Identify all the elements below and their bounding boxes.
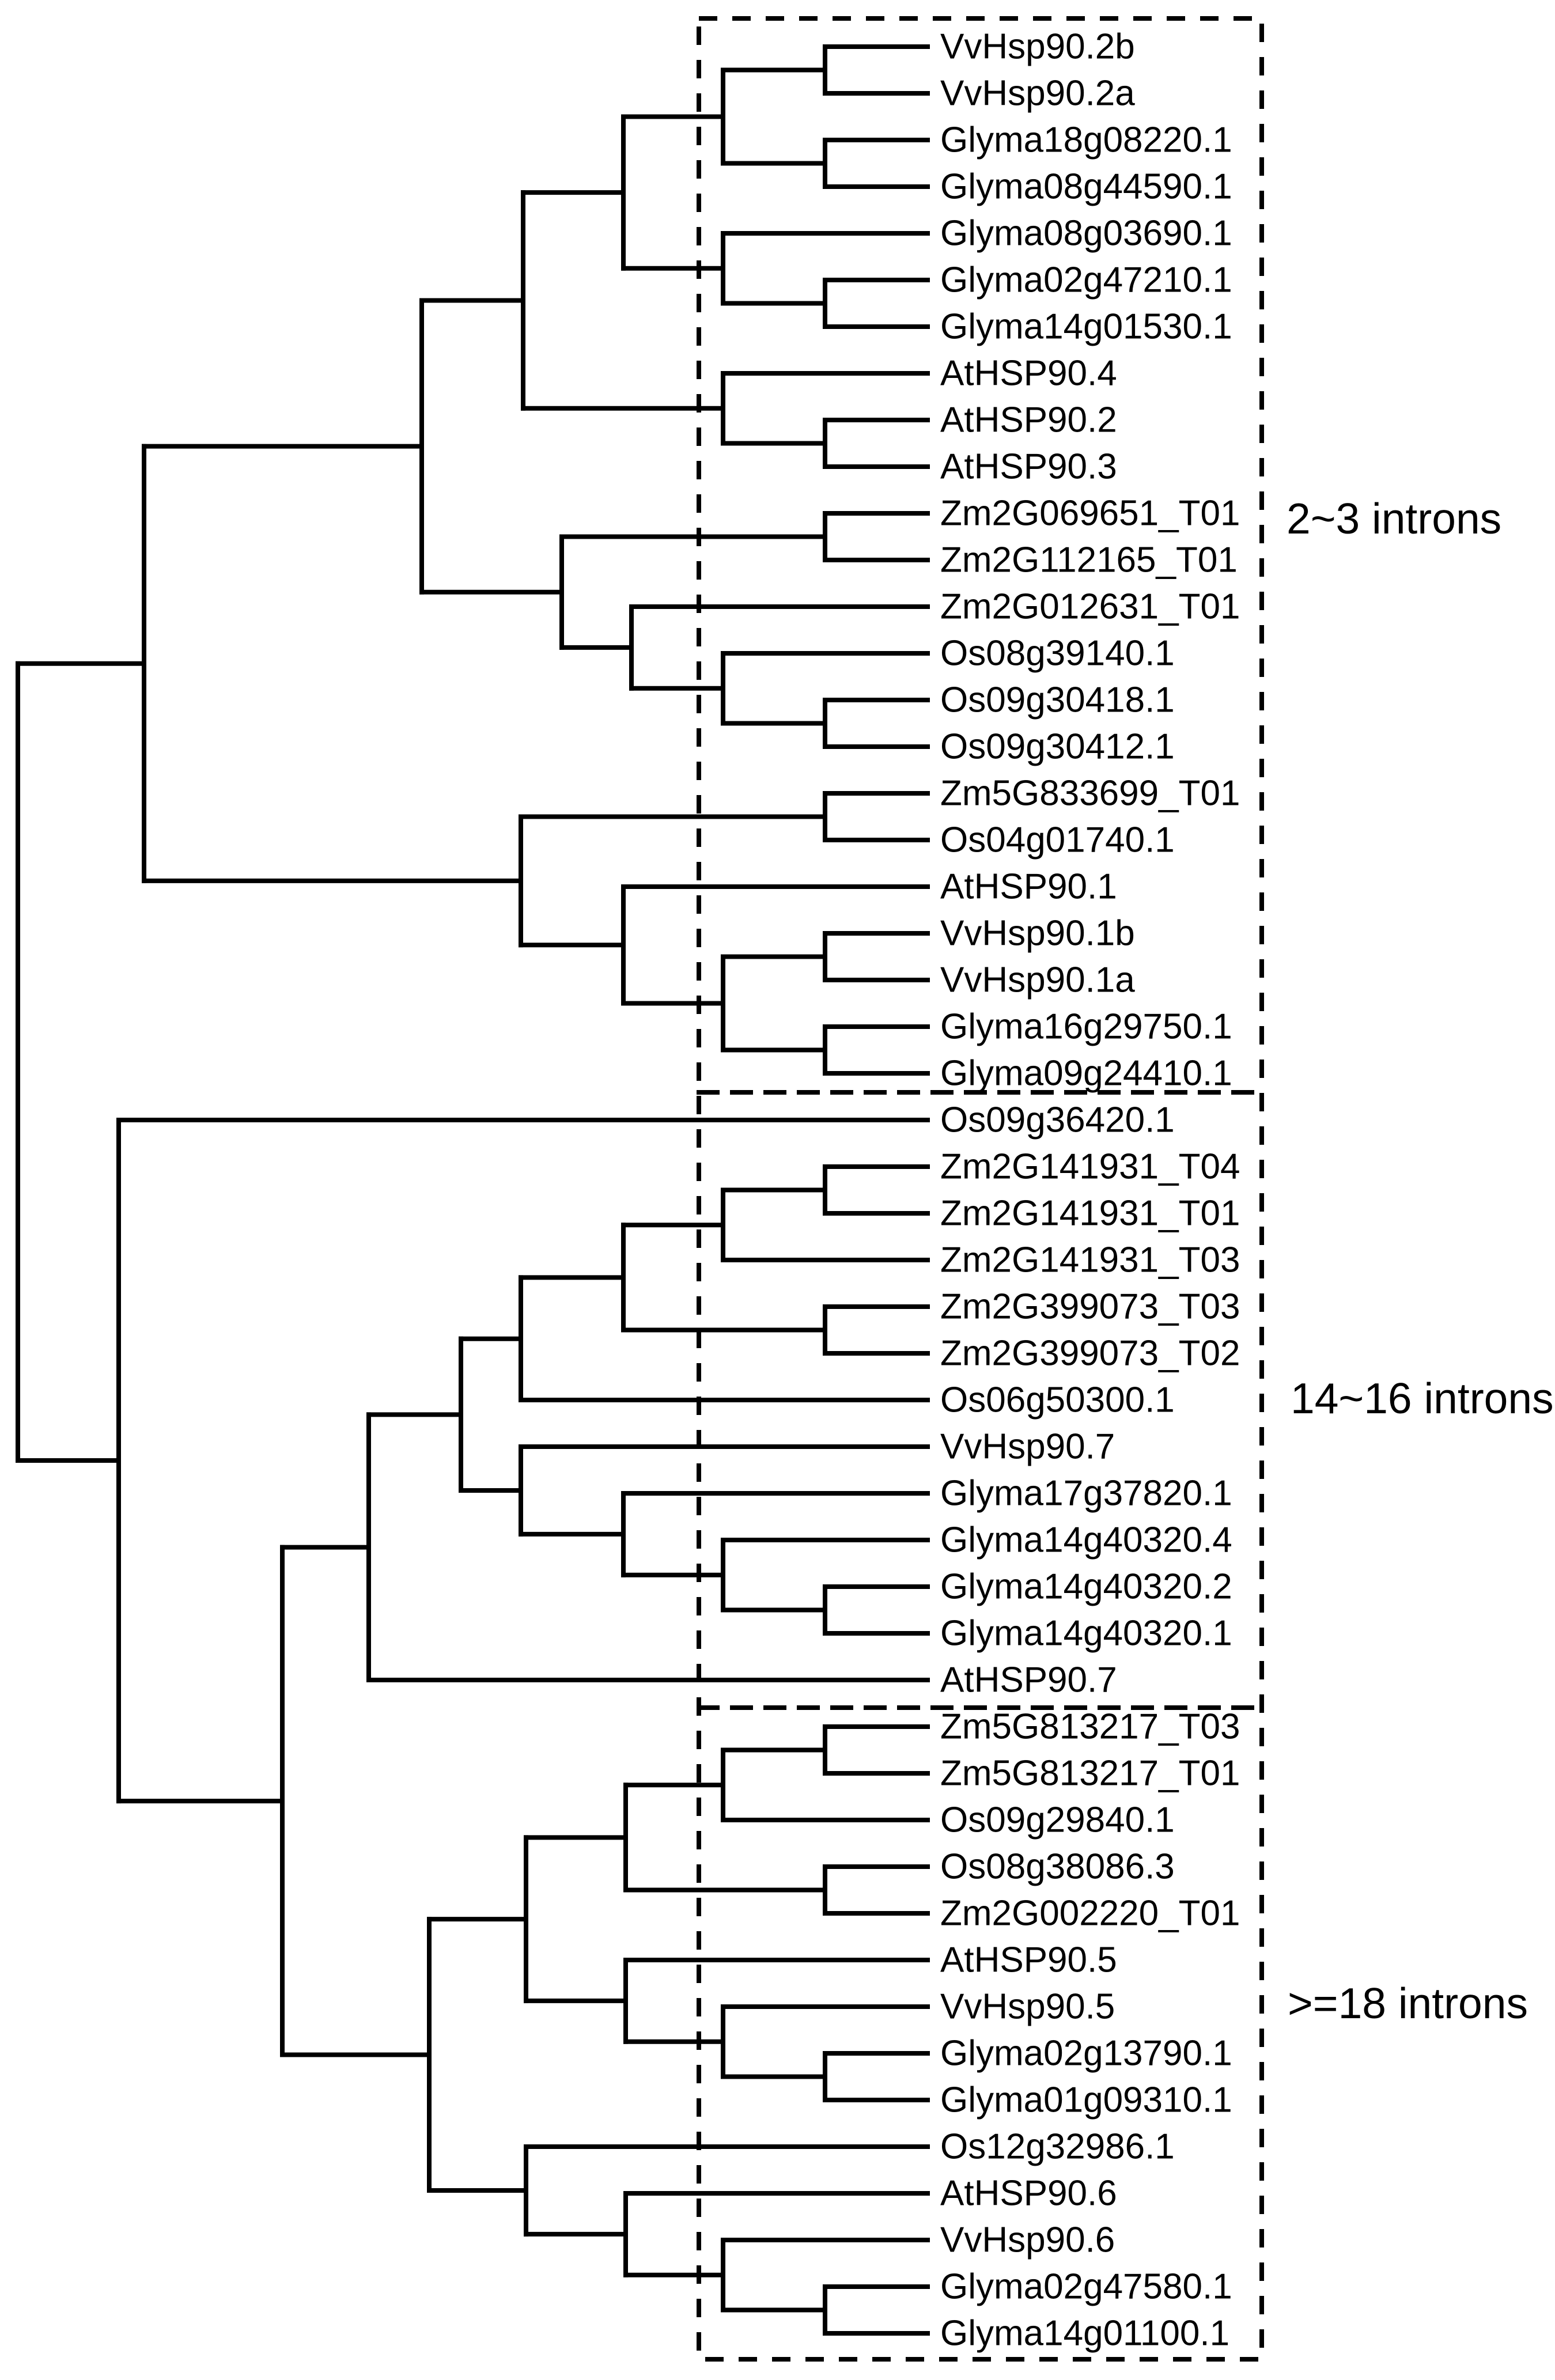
leaf-label: Glyma16g29750.1: [940, 1007, 1232, 1047]
leaf-label: Glyma14g40320.4: [940, 1520, 1232, 1560]
leaf-label: Zm2G069651_T01: [940, 494, 1240, 533]
leaf-label: Os08g39140.1: [940, 634, 1175, 673]
leaf-label: Glyma08g44590.1: [940, 167, 1232, 207]
leaf-label: Zm2G399073_T02: [940, 1334, 1240, 1373]
intron-group-label-2-3: 2~3 introns: [1287, 494, 1502, 543]
leaf-label: Zm2G399073_T03: [940, 1287, 1240, 1327]
leaf-label: Os09g29840.1: [940, 1800, 1175, 1840]
leaf-label: AtHSP90.1: [940, 867, 1117, 907]
leaf-label: Zm2G141931_T04: [940, 1147, 1240, 1187]
leaf-label: Glyma09g24410.1: [940, 1054, 1232, 1093]
leaf-label: VvHsp90.7: [940, 1427, 1115, 1467]
leaf-label: Glyma14g01100.1: [940, 2314, 1229, 2353]
leaf-label: VvHsp90.2a: [940, 74, 1135, 113]
leaf-label: AtHSP90.7: [940, 1660, 1117, 1700]
leaf-label: Zm5G813217_T01: [940, 1754, 1240, 1793]
leaf-label: Zm5G833699_T01: [940, 774, 1240, 813]
leaf-label: Glyma14g01530.1: [940, 307, 1232, 347]
leaf-label: AtHSP90.6: [940, 2174, 1117, 2213]
leaf-label: Zm2G012631_T01: [940, 587, 1240, 627]
leaf-label: Zm2G112165_T01: [940, 540, 1238, 580]
leaf-label: AtHSP90.5: [940, 1940, 1117, 1980]
leaf-label: Os09g36420.1: [940, 1100, 1175, 1140]
leaf-label: Glyma17g37820.1: [940, 1474, 1232, 1513]
leaf-label: AtHSP90.4: [940, 354, 1117, 393]
leaf-label: Os09g30412.1: [940, 727, 1175, 767]
leaf-label: Zm2G002220_T01: [940, 1894, 1240, 1933]
leaf-label: VvHsp90.2b: [940, 27, 1135, 67]
leaf-label: Glyma08g03690.1: [940, 214, 1232, 253]
intron-group-label-18plus: >=18 introns: [1288, 1979, 1528, 2027]
leaf-label: VvHsp90.5: [940, 1987, 1115, 2027]
leaf-label: Glyma02g47580.1: [940, 2267, 1232, 2307]
leaf-label: VvHsp90.1a: [940, 960, 1135, 1000]
leaf-label: Os06g50300.1: [940, 1380, 1175, 1420]
leaf-label: Glyma02g13790.1: [940, 2034, 1232, 2073]
leaf-label: Os12g32986.1: [940, 2127, 1175, 2167]
leaf-label: Glyma14g40320.2: [940, 1567, 1232, 1607]
intron-group-box-outline: [697, 16, 1264, 2362]
leaf-label: VvHsp90.1b: [940, 914, 1135, 953]
leaf-label: Glyma02g47210.1: [940, 260, 1232, 300]
leaf-label: Zm2G141931_T01: [940, 1194, 1240, 1233]
intron-group-label-14-16: 14~16 introns: [1291, 1374, 1554, 1422]
leaf-label: Glyma01g09310.1: [940, 2080, 1232, 2120]
leaf-label: Zm2G141931_T03: [940, 1240, 1240, 1280]
leaf-label: AtHSP90.2: [940, 400, 1117, 440]
leaf-label: AtHSP90.3: [940, 447, 1117, 487]
leaf-label: VvHsp90.6: [940, 2220, 1115, 2260]
leaf-label: Os04g01740.1: [940, 820, 1175, 860]
leaf-label: Glyma14g40320.1: [940, 1614, 1232, 1653]
leaf-label: Os08g38086.3: [940, 1847, 1175, 1887]
leaf-label: Os09g30418.1: [940, 680, 1175, 720]
leaf-label: Glyma18g08220.1: [940, 120, 1232, 160]
leaf-label: Zm5G813217_T03: [940, 1707, 1240, 1747]
